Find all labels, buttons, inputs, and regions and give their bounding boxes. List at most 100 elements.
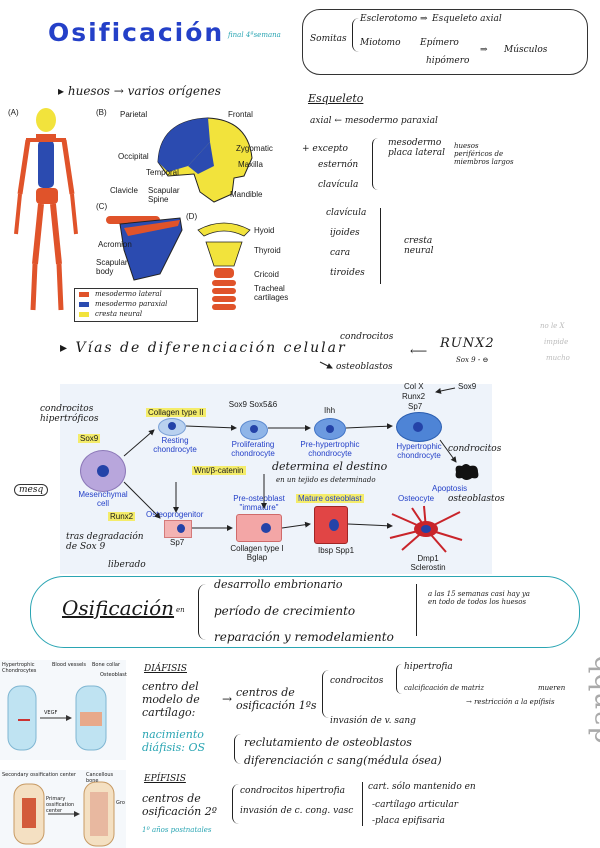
fig-label: Gro bbox=[116, 800, 125, 806]
label-hyoid: Hyoid bbox=[254, 226, 275, 235]
hyper-cell bbox=[396, 412, 442, 442]
label-mandible: Mandible bbox=[230, 190, 263, 199]
legend-swatch bbox=[79, 302, 89, 307]
fig-label: VEGF bbox=[44, 710, 58, 716]
hipomero-label: hipómero bbox=[426, 56, 470, 66]
epifisis-left-2: 1º años postnatales bbox=[142, 826, 212, 834]
label-tracheal: Tracheal cartilages bbox=[254, 284, 289, 302]
brace bbox=[198, 584, 207, 640]
larynx-illustration bbox=[197, 222, 251, 310]
legend: mesodermo lateral mesodermo paraxial cre… bbox=[74, 288, 198, 322]
label-scapular-body: Scapular body bbox=[96, 258, 128, 276]
largos-label: huesos periféricos de miembros largos bbox=[454, 142, 514, 166]
brace bbox=[234, 734, 241, 764]
prehyper-label: Pre-hypertrophic chondrocyte bbox=[300, 440, 360, 458]
mesenchymal-cell bbox=[80, 450, 126, 492]
miotomo-label: Miotomo bbox=[360, 38, 401, 48]
fig-label: Bone collar bbox=[92, 662, 121, 668]
label-temporal: Temporal bbox=[146, 168, 179, 177]
determina-note: determina el destino bbox=[272, 460, 388, 473]
margin-note: no le X bbox=[540, 322, 565, 330]
diafisis-left: centro del modelo de cartílago: bbox=[142, 680, 200, 719]
huesos-line: ▸ huesos → varios orígenes bbox=[58, 84, 221, 98]
fig-label: Cancellous bone bbox=[86, 772, 114, 784]
fig-label: Secondary ossification center bbox=[2, 772, 76, 778]
epifisis-figure: Secondary ossification center Cancellous… bbox=[0, 770, 126, 848]
preosteo-cell bbox=[236, 514, 282, 542]
legend-item: mesodermo paraxial bbox=[95, 300, 168, 308]
osificacion-box bbox=[30, 576, 580, 648]
fig-label: Hypertrophic Chondrocytes bbox=[2, 662, 37, 674]
margin-note: impide bbox=[544, 338, 569, 346]
en-label: en bbox=[176, 606, 185, 614]
hipertrofia-label: hipertrofia bbox=[404, 662, 453, 672]
osif-item: reparación y remodelamiento bbox=[214, 630, 394, 644]
divider bbox=[362, 782, 363, 826]
cranea-item: clavícula bbox=[326, 208, 367, 218]
runx2-tag: Runx2 bbox=[108, 512, 136, 521]
skull-illustration bbox=[157, 117, 253, 203]
diafisis-left-2: nacimiento diáfisis: OS bbox=[142, 728, 206, 754]
fig-label: (C) bbox=[96, 202, 108, 211]
osteoprog-label: Osteoprogenitor bbox=[146, 510, 204, 519]
label-occipital: Occipital bbox=[118, 152, 149, 161]
invasion-label: invasión de v. sang bbox=[330, 716, 416, 726]
osif-item: desarrollo embrionario bbox=[214, 578, 343, 591]
cranea-item: tiroides bbox=[330, 268, 365, 278]
osteoblastos-label: osteoblastos bbox=[336, 362, 393, 372]
mueren-label: mueren bbox=[538, 684, 566, 692]
diafisis-figure: Hypertrophic Chondrocytes Blood vessels … bbox=[0, 660, 127, 760]
apoptosis-icon bbox=[455, 464, 479, 480]
epifisis-illustration bbox=[13, 781, 115, 847]
esqueleto-heading: Esqueleto bbox=[308, 92, 364, 105]
tejido-note: en un tejido es determinado bbox=[276, 476, 376, 484]
esternon-label: esternón bbox=[318, 160, 359, 170]
brand-text: danbb bbox=[584, 655, 600, 745]
brand-watermark: danbb bbox=[536, 656, 600, 840]
fig-label: Primary ossification center bbox=[46, 796, 75, 814]
vias-heading: ▸ Vías de diferenciación celular bbox=[60, 340, 347, 356]
arrow-text: → bbox=[222, 692, 233, 706]
restriccion-label: → restricción a la epífisis bbox=[466, 698, 555, 706]
reclutamiento-label: reclutamiento de osteoblastos bbox=[244, 736, 412, 749]
proliferating-label: Proliferating chondrocyte bbox=[231, 440, 275, 458]
condrocitos-label: condrocitos bbox=[330, 676, 384, 686]
excepto-label: + excepto bbox=[302, 144, 348, 154]
scapula-illustration bbox=[106, 216, 183, 281]
legend-swatch bbox=[79, 292, 89, 297]
apoptosis-label: Apoptosis bbox=[432, 484, 468, 493]
label-maxilla: Maxilla bbox=[238, 160, 263, 169]
runx2b-label: Runx2 bbox=[402, 392, 426, 401]
label-clavicle: Clavicle bbox=[110, 186, 139, 195]
axial-line: axial ← mesodermo paraxial bbox=[310, 116, 438, 126]
esclerotomo-label: Esclerotomo bbox=[360, 14, 418, 24]
sox9b-label: Sox9 Sox5&6 bbox=[228, 400, 278, 409]
preosteo-label: Pre-osteoblast "immature" bbox=[233, 494, 285, 512]
collagen1-label: Collagen type I Bglap bbox=[230, 544, 284, 562]
brace bbox=[396, 664, 402, 694]
osteoprog-cell bbox=[164, 520, 192, 538]
liberado-note: liberado bbox=[108, 560, 146, 570]
fig-label: (A) bbox=[8, 108, 19, 117]
cranea-item: ijoides bbox=[330, 228, 360, 238]
proliferating-cell bbox=[240, 420, 268, 440]
condrocitos-note: condrocitos bbox=[448, 444, 502, 454]
legend-item: mesodermo lateral bbox=[95, 290, 162, 298]
resting-label: Resting chondrocyte bbox=[153, 436, 197, 454]
label-zygomatic: Zygomatic bbox=[236, 144, 273, 153]
brace bbox=[322, 670, 329, 718]
sox9c-label: Sox9 bbox=[458, 382, 477, 391]
epimero-label: Epímero bbox=[420, 38, 459, 48]
somitas-label: Somitas bbox=[310, 34, 347, 44]
page-title: Osificación bbox=[48, 18, 225, 47]
tras-note: tras degradación de Sox 9 bbox=[66, 532, 144, 552]
mesodermo-lateral-label: mesodermo placa lateral bbox=[388, 138, 446, 158]
subtitle-note: final 4ªsemana bbox=[228, 31, 281, 39]
osif-item: período de crecimiento bbox=[214, 604, 356, 618]
cranea-item: cara bbox=[330, 248, 351, 258]
epifisis-heading: EPÍFISIS bbox=[144, 774, 186, 784]
anatomy-figure: (A) (B) (C) (D) Parietal Frontal Occipit… bbox=[8, 104, 298, 322]
cresta-neural-label: cresta neural bbox=[404, 236, 434, 256]
legend-swatch bbox=[79, 312, 89, 317]
margin-note: mucho bbox=[546, 354, 570, 362]
